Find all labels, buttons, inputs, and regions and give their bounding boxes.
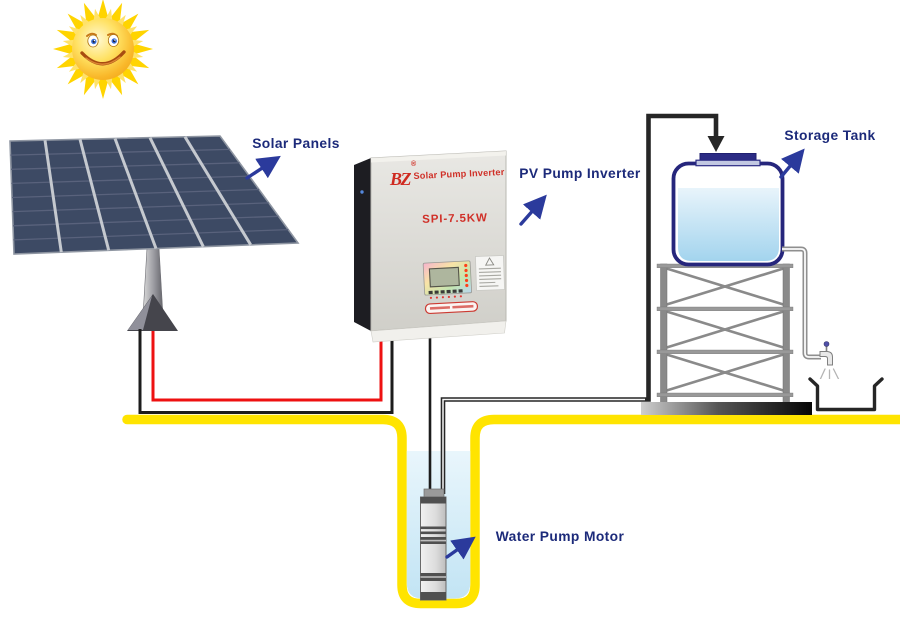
wire-red-positive: [151, 331, 383, 402]
panel-surface: [9, 135, 300, 255]
sun-icon: [53, 0, 153, 99]
inverter-bottom-lip: [370, 320, 507, 343]
solar-panel-array: [9, 135, 300, 331]
catch-basin: [808, 377, 884, 412]
tank-outlet-pipe: [782, 246, 821, 360]
water-pump-motor-arrow: [445, 536, 476, 560]
warning-sticker: [475, 255, 505, 291]
faucet-handle: [823, 341, 830, 347]
water-pump-motor: [420, 488, 447, 601]
pv-pump-inverter-label: PV Pump Inverter: [519, 166, 641, 181]
solar-panels-arrow: [245, 155, 281, 180]
pv-pump-inverter-arrow: [519, 194, 547, 226]
stand-base-platform: [641, 402, 812, 415]
sun-smiley-face: [80, 32, 126, 66]
storage-tank-arrow: [779, 148, 805, 179]
status-leds: [464, 263, 469, 288]
tank-water: [678, 188, 779, 261]
solar-panels-label: Solar Panels: [252, 136, 340, 151]
lcd-screen: [428, 266, 460, 288]
panel-column-frames: [43, 136, 252, 253]
stand-cross-braces: [664, 266, 786, 393]
registered-trademark: ®: [411, 160, 417, 168]
storage-tank-unit: [671, 153, 785, 267]
tank-stand: [641, 263, 812, 415]
inverter-side-panel: [354, 158, 371, 331]
inverter-product-name: Solar Pump Inverter: [413, 167, 505, 181]
pv-pump-inverter-unit: BZ ® Solar Pump Inverter SPI-7.5KW: [354, 150, 507, 343]
ground-line-and-well: [122, 414, 900, 609]
faucet: [818, 341, 840, 384]
inverter-model-number: SPI-7.5KW: [422, 212, 488, 226]
inverter-control-panel: [422, 260, 479, 315]
annotations: Solar Panels PV Pump Inverter Storage Ta…: [245, 128, 875, 560]
water-pump-motor-label: Water Pump Motor: [496, 529, 625, 544]
inverter-brand-logo: BZ: [389, 169, 412, 189]
water-pipe: [440, 113, 725, 494]
pipe-down-arrowhead: [707, 136, 725, 152]
wire-black-negative: [138, 329, 394, 414]
storage-tank-label: Storage Tank: [784, 128, 875, 143]
keypad-buttons: [428, 289, 463, 295]
sun-face: [72, 18, 134, 80]
brand-plate: [424, 301, 479, 315]
inverter-side-led: [360, 190, 364, 194]
